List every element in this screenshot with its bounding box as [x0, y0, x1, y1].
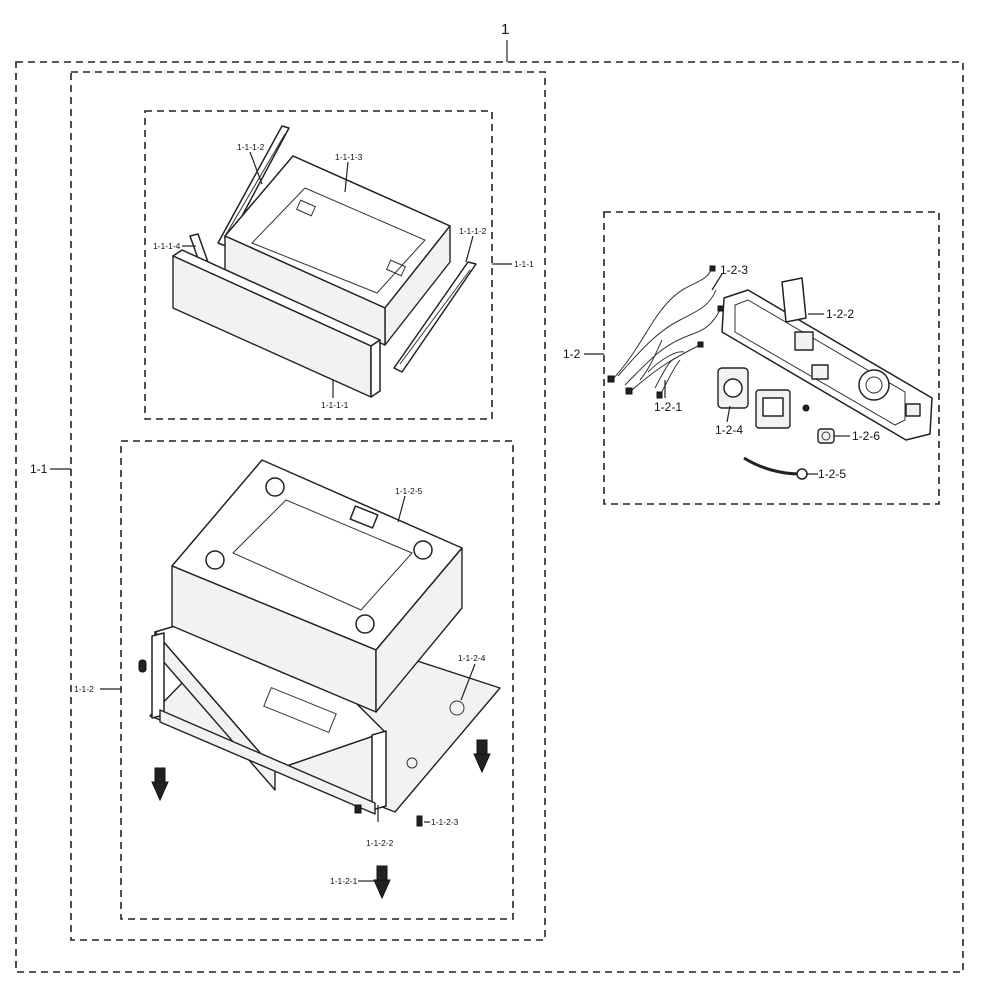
label-drawer-front: 1-1-1-1: [321, 400, 349, 410]
pedestal-assembly-boundary: [120, 440, 514, 920]
label-bracket-mount: 1-2-2: [826, 307, 854, 321]
label-pedestal-small-screw: 1-1-2-3: [431, 817, 459, 827]
pedestal-small-screw: [416, 815, 423, 827]
label-control-panel-plate: 1-2-3: [720, 263, 748, 277]
drawer-assembly-boundary: [144, 110, 493, 420]
connector: [817, 428, 835, 444]
pedestal-top-frame: [171, 459, 463, 713]
assembly-1-boundary: [15, 61, 964, 973]
label-assembly-1-2: 1-2: [563, 347, 581, 361]
assembly-1-2-boundary: [603, 211, 940, 505]
pedestal-screw-bottom: [373, 865, 391, 900]
assembly-1-2: [607, 265, 933, 480]
pedestal-assembly: [138, 459, 501, 900]
label-drawer-assembly: 1-1-1: [514, 259, 534, 269]
assembly-1-1-boundary: [70, 71, 546, 941]
pedestal-small-part: [138, 659, 147, 673]
pedestal-foot: [354, 804, 362, 814]
label-pedestal-foot: 1-1-2-2: [366, 838, 394, 848]
pedestal-screw-right: [473, 739, 491, 774]
label-drawer-tray: 1-1-1-3: [335, 152, 363, 162]
valve: [717, 367, 810, 429]
label-pedestal-top-frame: 1-1-2-5: [395, 486, 423, 496]
pedestal-screw-left: [151, 767, 169, 802]
wire-harness: [607, 265, 724, 399]
label-drawer-rail-left: 1-1-1-2: [237, 142, 265, 152]
label-pedestal-screw: 1-1-2-1: [330, 876, 358, 886]
label-connector: 1-2-6: [852, 429, 880, 443]
bracket-mount: [781, 277, 807, 323]
label-drawer-rail-right: 1-1-1-2: [459, 226, 487, 236]
drawer-assembly: [172, 125, 477, 398]
label-pedestal-base-plate: 1-1-2-4: [458, 653, 486, 663]
label-drawer-bracket: 1-1-1-4: [153, 241, 181, 251]
label-root: 1: [501, 21, 509, 38]
label-assembly-1-1: 1-1: [30, 462, 48, 476]
drawer-tray: [224, 155, 451, 346]
label-hose: 1-2-5: [818, 467, 846, 481]
label-valve: 1-2-4: [715, 423, 743, 437]
label-wire-harness: 1-2-1: [654, 400, 682, 414]
control-panel-plate: [721, 289, 933, 441]
hose: [743, 456, 808, 480]
drawer-rail-right: [393, 261, 477, 373]
label-pedestal-assembly: 1-1-2: [74, 684, 94, 694]
drawer-front: [172, 249, 381, 398]
